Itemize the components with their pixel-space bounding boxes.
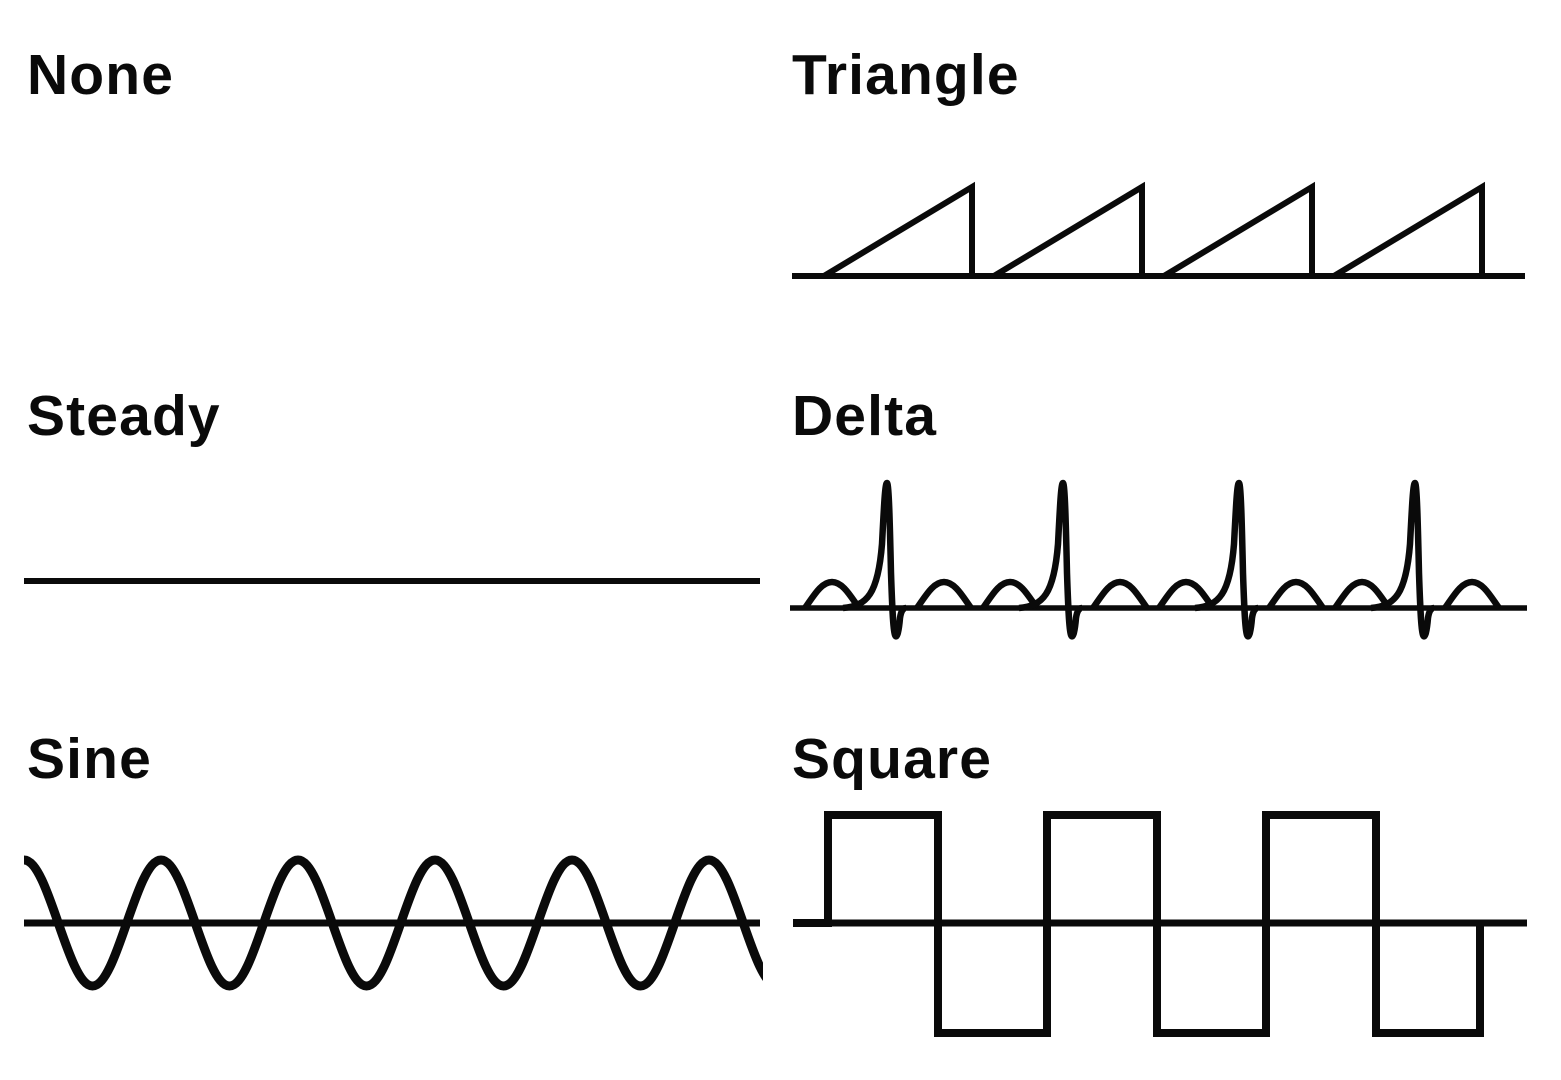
sine-waveform-icon <box>24 855 763 991</box>
label-square: Square <box>792 727 993 791</box>
delta-humps-path <box>802 578 1502 610</box>
label-none: None <box>27 43 175 107</box>
label-triangle: Triangle <box>792 43 1020 107</box>
label-sine: Sine <box>27 727 152 791</box>
square-wave-path <box>793 811 1484 1037</box>
steady-waveform-icon <box>24 578 760 584</box>
label-delta: Delta <box>792 384 938 448</box>
delta-waveform-icon <box>790 479 1527 640</box>
triangle-wave-path <box>822 181 1485 279</box>
triangle-waveform-icon <box>792 181 1525 279</box>
sine-wave-path <box>24 855 763 991</box>
label-steady: Steady <box>27 384 221 448</box>
delta-spikes-path <box>842 479 1435 640</box>
square-waveform-icon <box>793 811 1527 1037</box>
